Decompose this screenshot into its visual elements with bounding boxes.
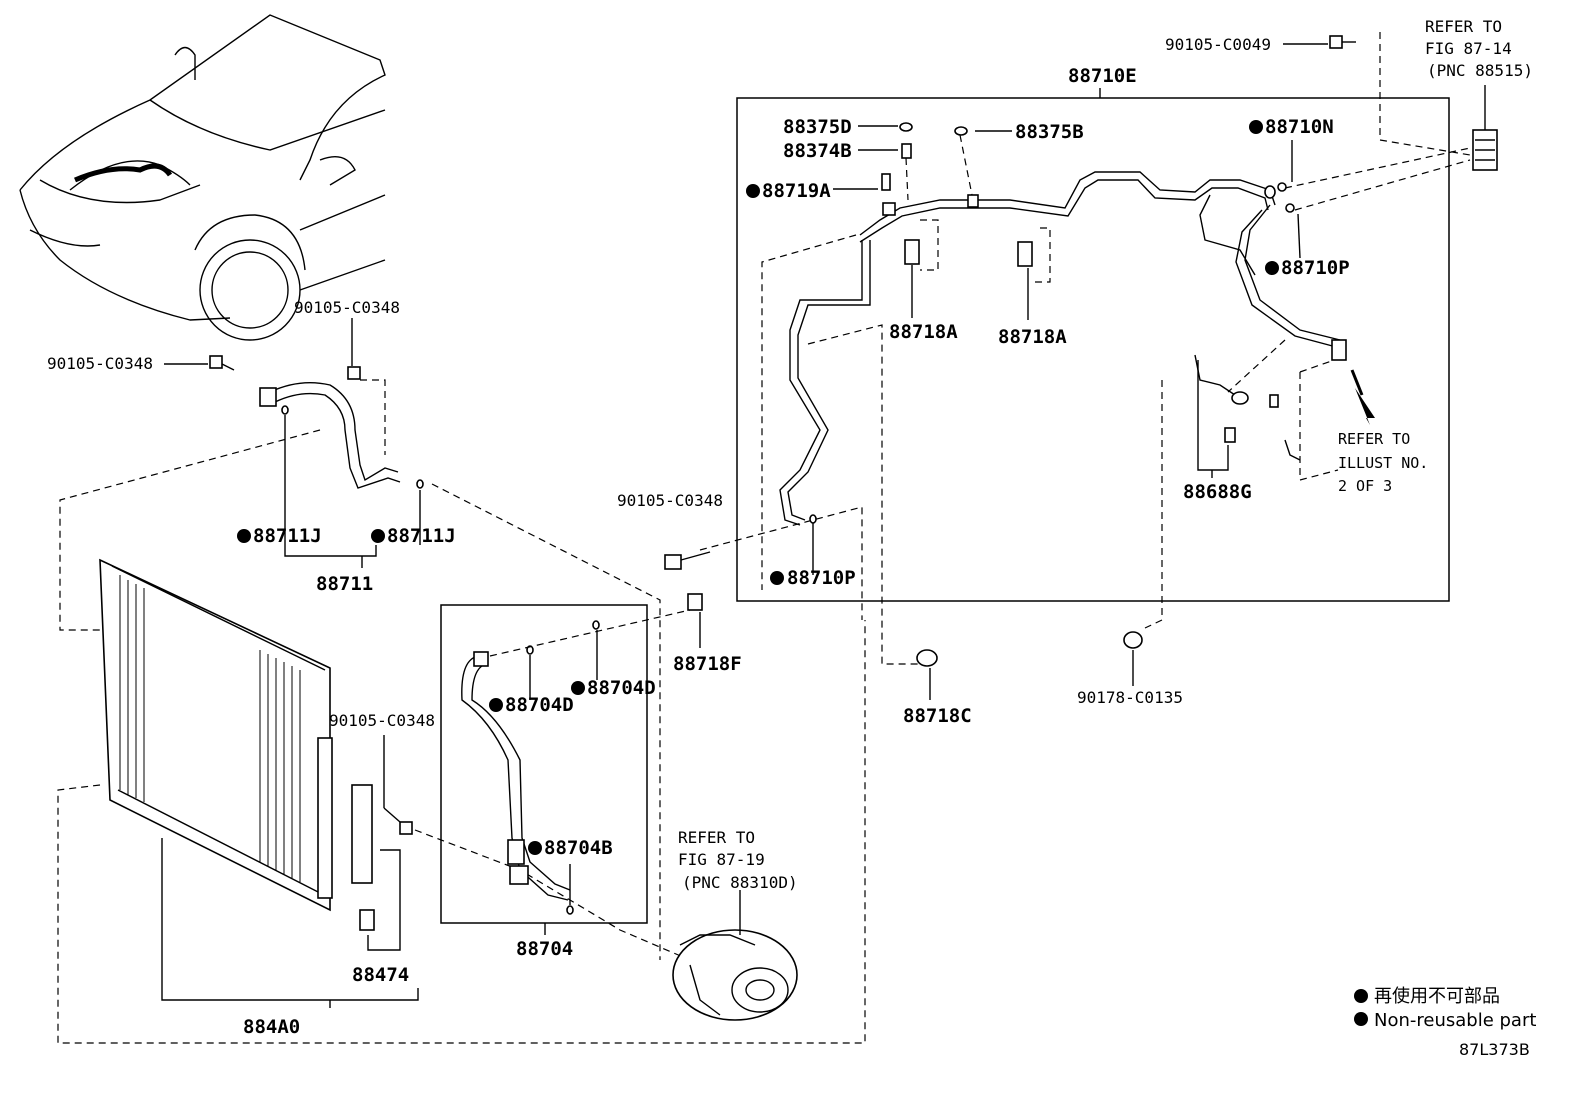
label-refer-87-14-l3: (PNC 88515)	[1427, 61, 1533, 80]
label-refer-87-14-l2: FIG 87-14	[1425, 39, 1512, 58]
label-oring-j-1: 88711J	[253, 525, 322, 547]
label-bolt-top: 90105-C0049	[1165, 35, 1271, 54]
label-clamp-a-2: 88718A	[998, 326, 1067, 348]
label-refer-illust-l2: ILLUST NO.	[1338, 454, 1428, 472]
label-valve-core-b: 88374B	[783, 140, 852, 162]
label-oring-d-1: 88704D	[505, 694, 574, 716]
label-oring-p-right: 88710P	[1281, 257, 1350, 279]
label-hose-assembly: 88711	[316, 573, 373, 595]
label-clamp-c: 88718C	[903, 705, 972, 727]
legend-line-2: Non-reusable part	[1374, 1010, 1536, 1031]
bullet-88710P-right	[1265, 261, 1279, 275]
label-tube-assembly: 88710E	[1068, 65, 1137, 87]
label-oring-p-left: 88710P	[787, 567, 856, 589]
label-nut: 90178-C0135	[1077, 688, 1183, 707]
bullet-88711J-1	[237, 529, 251, 543]
bullet-88704D-1	[489, 698, 503, 712]
label-refer-87-19-l2: FIG 87-19	[678, 850, 765, 869]
bullet-88711J-2	[371, 529, 385, 543]
label-bolt-left: 90105-C0348	[47, 354, 153, 373]
lower-clamps	[664, 514, 1143, 700]
legend-dot-2	[1354, 1012, 1368, 1026]
label-bolt-mid: 90105-C0348	[617, 491, 723, 510]
label-valve-cap-b: 88375B	[1015, 121, 1084, 143]
label-refer-87-19-l3: (PNC 88310D)	[682, 873, 798, 892]
label-oring-n: 88710N	[1265, 116, 1334, 138]
bullet-88704D-2	[571, 681, 585, 695]
label-refer-illust-l3: 2 OF 3	[1338, 477, 1392, 495]
label-discharge-hose: 88704	[516, 938, 573, 960]
label-clamp-a-1: 88718A	[889, 321, 958, 343]
hose-88704	[461, 609, 691, 935]
label-dryer-parts: 88474	[352, 964, 409, 986]
condenser-unit	[57, 558, 866, 1044]
label-clamp-f: 88718F	[673, 653, 742, 675]
label-refer-illust-l1: REFER TO	[1338, 430, 1410, 448]
suction-tube	[779, 171, 1341, 526]
tube-assembly-frame	[736, 97, 1450, 602]
hose-88711	[59, 318, 661, 960]
legend-line-1: 再使用不可部品	[1374, 986, 1500, 1007]
bullet-88719A	[746, 184, 760, 198]
label-condenser: 884A0	[243, 1016, 300, 1038]
label-oring-b: 88704B	[544, 837, 613, 859]
label-charge-valve: 88719A	[762, 180, 831, 202]
label-bolt-condenser: 90105-C0348	[329, 711, 435, 730]
label-bracket: 88688G	[1183, 481, 1252, 503]
figure-code: 87L373B	[1459, 1040, 1530, 1059]
legend-dot-1	[1354, 989, 1368, 1003]
label-refer-87-14-l1: REFER TO	[1425, 17, 1502, 36]
bullet-88710P-left	[770, 571, 784, 585]
compressor	[672, 890, 798, 1021]
label-refer-87-19-l1: REFER TO	[678, 828, 755, 847]
right-connector	[1264, 32, 1498, 213]
bullet-88704B	[528, 841, 542, 855]
label-valve-cap-d: 88375D	[783, 116, 852, 138]
label-oring-j-2: 88711J	[387, 525, 456, 547]
label-oring-d-2: 88704D	[587, 677, 656, 699]
bullet-88710N	[1249, 120, 1263, 134]
valve-parts	[881, 122, 1051, 283]
label-bolt-hose: 90105-C0348	[294, 298, 400, 317]
discharge-hose-frame	[440, 604, 648, 924]
vehicle-sketch	[19, 14, 386, 341]
